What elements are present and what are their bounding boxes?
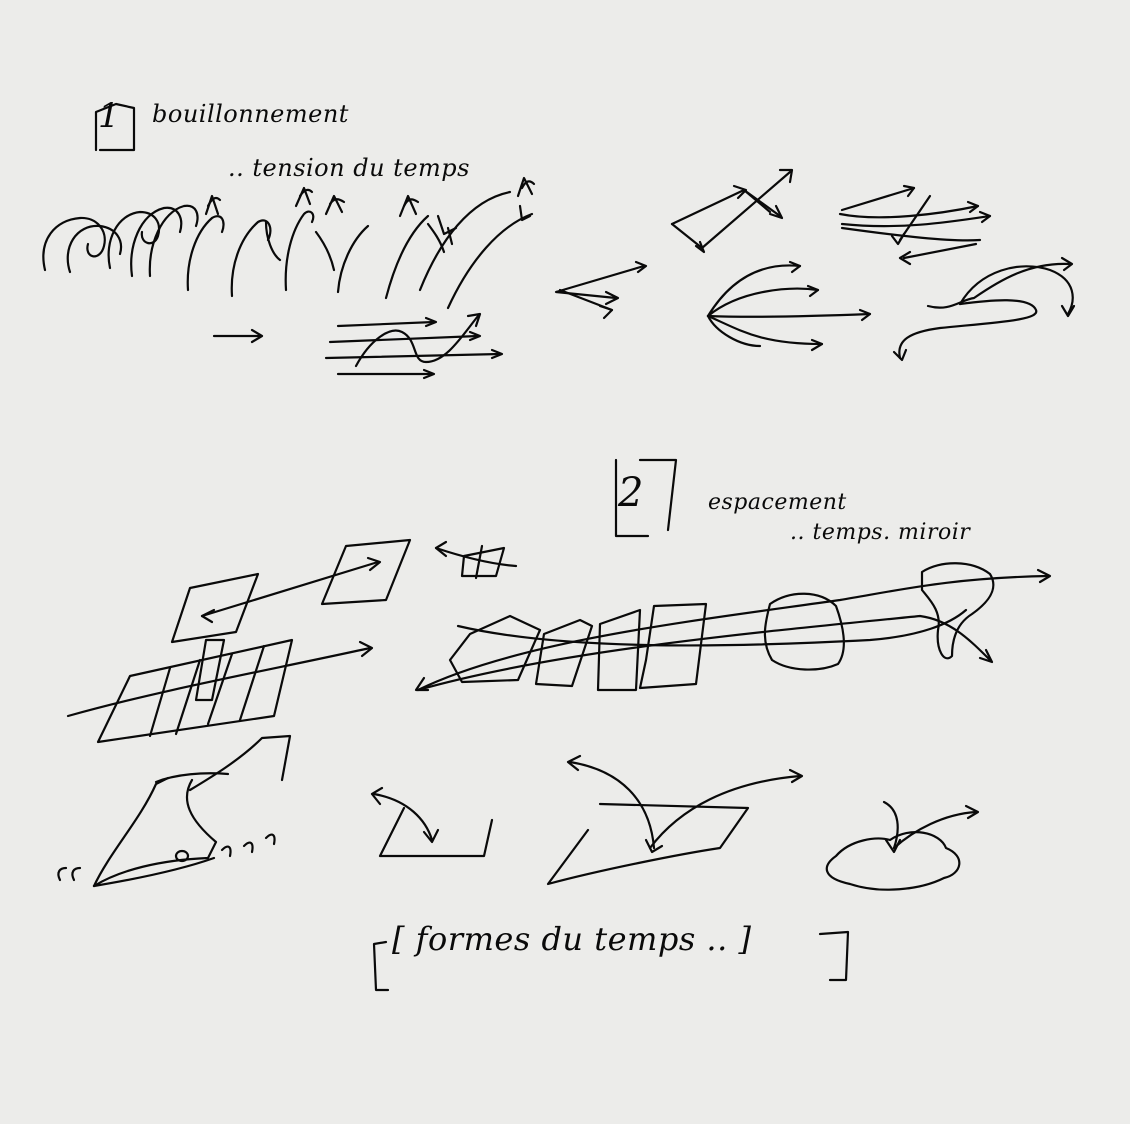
planes-with-arrow [68,540,410,742]
warped-planes-row [416,563,1050,690]
section2-title: espacement [708,490,847,515]
large-plane-arrows [548,756,802,884]
cloud-arrow [827,802,978,890]
crossed-arrows [672,170,792,252]
section1-subtitle: .. tension du temps [228,154,470,182]
small-double-arrow-box [436,542,516,578]
section2-number: 2 [618,470,644,516]
section1-title: bouillonnement [152,100,349,128]
zigzag-arrows [840,186,990,264]
section2-subtitle: .. temps. miroir [790,520,970,545]
caption-left-bracket [374,942,388,990]
converging-arrows [556,262,646,318]
section1-number: 1 [98,96,120,136]
small-arrow [214,330,262,342]
swirling-arrows [894,258,1074,360]
branching-curves [708,262,870,350]
sine-arrows-figure [326,314,502,378]
caption-right-bracket [820,932,848,980]
shell-figure [58,736,290,886]
corner-arrow [372,788,492,856]
caption: [ formes du temps .. ] [392,920,751,958]
section2-number-box-top [640,460,676,530]
wave-forms [43,178,534,308]
